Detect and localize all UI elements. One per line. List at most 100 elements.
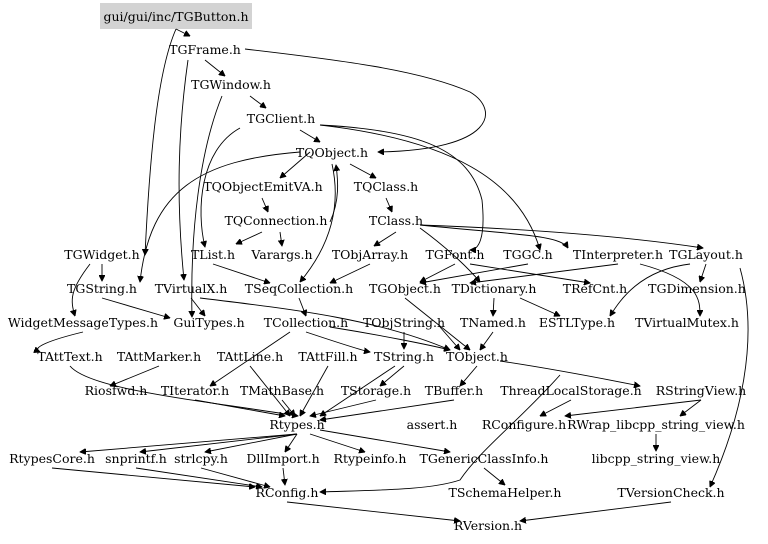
node-tatttext[interactable]: TAttText.h <box>37 349 102 364</box>
edge-tqconnection-tlist <box>236 231 263 244</box>
node-tschemahelper[interactable]: TSchemaHelper.h <box>449 485 562 500</box>
edge-tgstring-guitypes <box>101 297 170 318</box>
node-rtypescore[interactable]: RtypesCore.h <box>9 451 95 466</box>
edge-tqobject-tqclass <box>349 163 376 178</box>
node-tgwidget[interactable]: TGWidget.h <box>64 247 139 262</box>
edge-rtypes-dllimport <box>285 433 298 452</box>
node-tinterpreter[interactable]: TInterpreter.h <box>573 247 663 262</box>
node-tdictionary[interactable]: TDictionary.h <box>452 281 537 296</box>
edge-rtypescore-rconfig <box>51 467 255 487</box>
node-guitypes[interactable]: GuiTypes.h <box>173 315 244 330</box>
node-tgobject[interactable]: TGObject.h <box>369 281 441 296</box>
edge-rtypes-rtypescore <box>80 433 298 452</box>
edge-tgclient-tlist <box>201 127 241 247</box>
node-tqobjectemitva[interactable]: TQObjectEmitVA.h <box>203 179 322 194</box>
edge-tclass-tinterpreter <box>419 224 568 248</box>
node-tgdimension[interactable]: TGDimension.h <box>648 281 746 296</box>
edge-tdictionary-estltype <box>519 297 560 316</box>
node-tgframe[interactable]: TGFrame.h <box>169 42 241 57</box>
node-rstringview[interactable]: RStringView.h <box>656 383 746 398</box>
edge-dllimport-rconfig <box>283 467 285 485</box>
node-tobjstring[interactable]: TObjString.h <box>363 315 445 330</box>
edge-tgclient-tgfont <box>319 124 484 250</box>
node-tobjarray[interactable]: TObjArray.h <box>332 247 408 262</box>
node-tstorage[interactable]: TStorage.h <box>341 383 411 398</box>
edge-tgfont-trefcnt <box>469 263 590 283</box>
node-tcollection[interactable]: TCollection.h <box>264 315 348 330</box>
node-tgfont[interactable]: TGFont.h <box>426 247 485 262</box>
node-tqclass[interactable]: TQClass.h <box>354 179 418 194</box>
node-estltype[interactable]: ESTLType.h <box>539 315 615 330</box>
edge-tclass-tobjarray <box>374 231 397 246</box>
node-root[interactable]: gui/gui/inc/TGButton.h <box>104 9 249 24</box>
node-tqconnection[interactable]: TQConnection.h <box>225 213 328 228</box>
node-tgclient[interactable]: TGClient.h <box>247 111 315 126</box>
node-widgetmessagetypes[interactable]: WidgetMessageTypes.h <box>8 315 158 330</box>
node-tnamed[interactable]: TNamed.h <box>460 315 526 330</box>
edge-tmathbase-rtypes <box>281 399 295 416</box>
edge-tqclass-tclass <box>385 197 392 212</box>
node-tgwindow[interactable]: TGWindow.h <box>191 77 271 92</box>
edge-titerator-rtypes <box>194 399 285 416</box>
node-snprintf[interactable]: snprintf.h <box>105 451 167 466</box>
edge-threadlocalstorage-rconfigure <box>540 399 572 416</box>
edge-rtypes-snprintf <box>140 433 298 452</box>
node-labels: gui/gui/inc/TGButton.h TGFrame.h TGWindo… <box>8 9 746 533</box>
node-rwrap[interactable]: RWrap_libcpp_string_view.h <box>567 417 745 432</box>
node-riosfwd[interactable]: Riosfwd.h <box>85 383 148 398</box>
node-threadlocalstorage[interactable]: ThreadLocalStorage.h <box>500 383 641 398</box>
node-tseqcollection[interactable]: TSeqCollection.h <box>245 281 353 296</box>
node-rconfigure[interactable]: RConfigure.h <box>482 417 566 432</box>
node-varargs[interactable]: Varargs.h <box>250 247 312 262</box>
node-rconfig[interactable]: RConfig.h <box>256 485 319 500</box>
node-tgstring[interactable]: TGString.h <box>67 281 137 296</box>
node-tattline[interactable]: TAttLine.h <box>217 349 283 364</box>
edge-tglayout-tobject <box>610 263 691 316</box>
node-tgenericclassinfo[interactable]: TGenericClassInfo.h <box>420 451 549 466</box>
node-rtypeinfo[interactable]: Rtypeinfo.h <box>334 451 407 466</box>
node-rversion[interactable]: RVersion.h <box>454 518 522 533</box>
node-titerator[interactable]: TIterator.h <box>161 383 229 398</box>
node-tstring[interactable]: TString.h <box>374 349 434 364</box>
edge-tbuffer-rtypes <box>320 399 455 420</box>
edge-tobjarray-tseqcollection <box>330 263 371 283</box>
edge-tcollection-titerator <box>210 331 291 386</box>
edge-tgwindow-guitypes <box>192 95 223 317</box>
node-tclass[interactable]: TClass.h <box>369 213 423 228</box>
edge-tobject-rconfig <box>320 374 561 492</box>
node-tattmarker[interactable]: TAttMarker.h <box>117 349 201 364</box>
node-trefcnt[interactable]: TRefCnt.h <box>563 281 627 296</box>
edge-root-tgframe <box>175 28 190 36</box>
node-tggc[interactable]: TGGC.h <box>503 247 552 262</box>
edge-tattfill-rtypes <box>300 365 329 416</box>
node-tbuffer[interactable]: TBuffer.h <box>425 383 483 398</box>
node-tvirtualx[interactable]: TVirtualX.h <box>155 281 228 296</box>
node-dllimport[interactable]: DllImport.h <box>246 451 319 466</box>
node-tglayout[interactable]: TGLayout.h <box>669 247 743 262</box>
edge-rstringview-rconfigure <box>565 399 702 416</box>
edge-tclass-tglayout <box>419 224 703 248</box>
edge-tobjstring-tobject <box>439 326 460 350</box>
node-libcpp[interactable]: libcpp_string_view.h <box>592 451 721 466</box>
node-assert[interactable]: assert.h <box>407 417 458 432</box>
node-strlcpy[interactable]: strlcpy.h <box>174 451 228 466</box>
node-tvirtualmutex[interactable]: TVirtualMutex.h <box>635 315 739 330</box>
node-tobject[interactable]: TObject.h <box>446 349 508 364</box>
node-tqobject[interactable]: TQObject.h <box>296 145 368 160</box>
edge-tqobject-tgstring <box>140 151 301 282</box>
node-tversioncheck[interactable]: TVersionCheck.h <box>617 485 724 500</box>
node-tmathbase[interactable]: TMathBase.h <box>240 383 324 398</box>
edge-tvirtualx-guitypes <box>190 297 205 316</box>
edge-tstring-rtypes <box>320 365 396 416</box>
edge-rtypes-rtypeinfo <box>309 433 365 452</box>
edge-rtypes-strlcpy <box>205 433 298 452</box>
node-tattfill[interactable]: TAttFill.h <box>298 349 357 364</box>
node-tlist[interactable]: TList.h <box>191 247 235 262</box>
edge-strlcpy-rconfig <box>200 467 270 487</box>
edge-tglayout-tversioncheck <box>710 267 749 487</box>
node-rtypes[interactable]: Rtypes.h <box>269 417 324 432</box>
edge-tqobject-tqobjectemitva <box>280 151 311 178</box>
edge-tggc-tgobject <box>420 263 529 283</box>
edge-tgclient-tggc <box>319 124 540 250</box>
